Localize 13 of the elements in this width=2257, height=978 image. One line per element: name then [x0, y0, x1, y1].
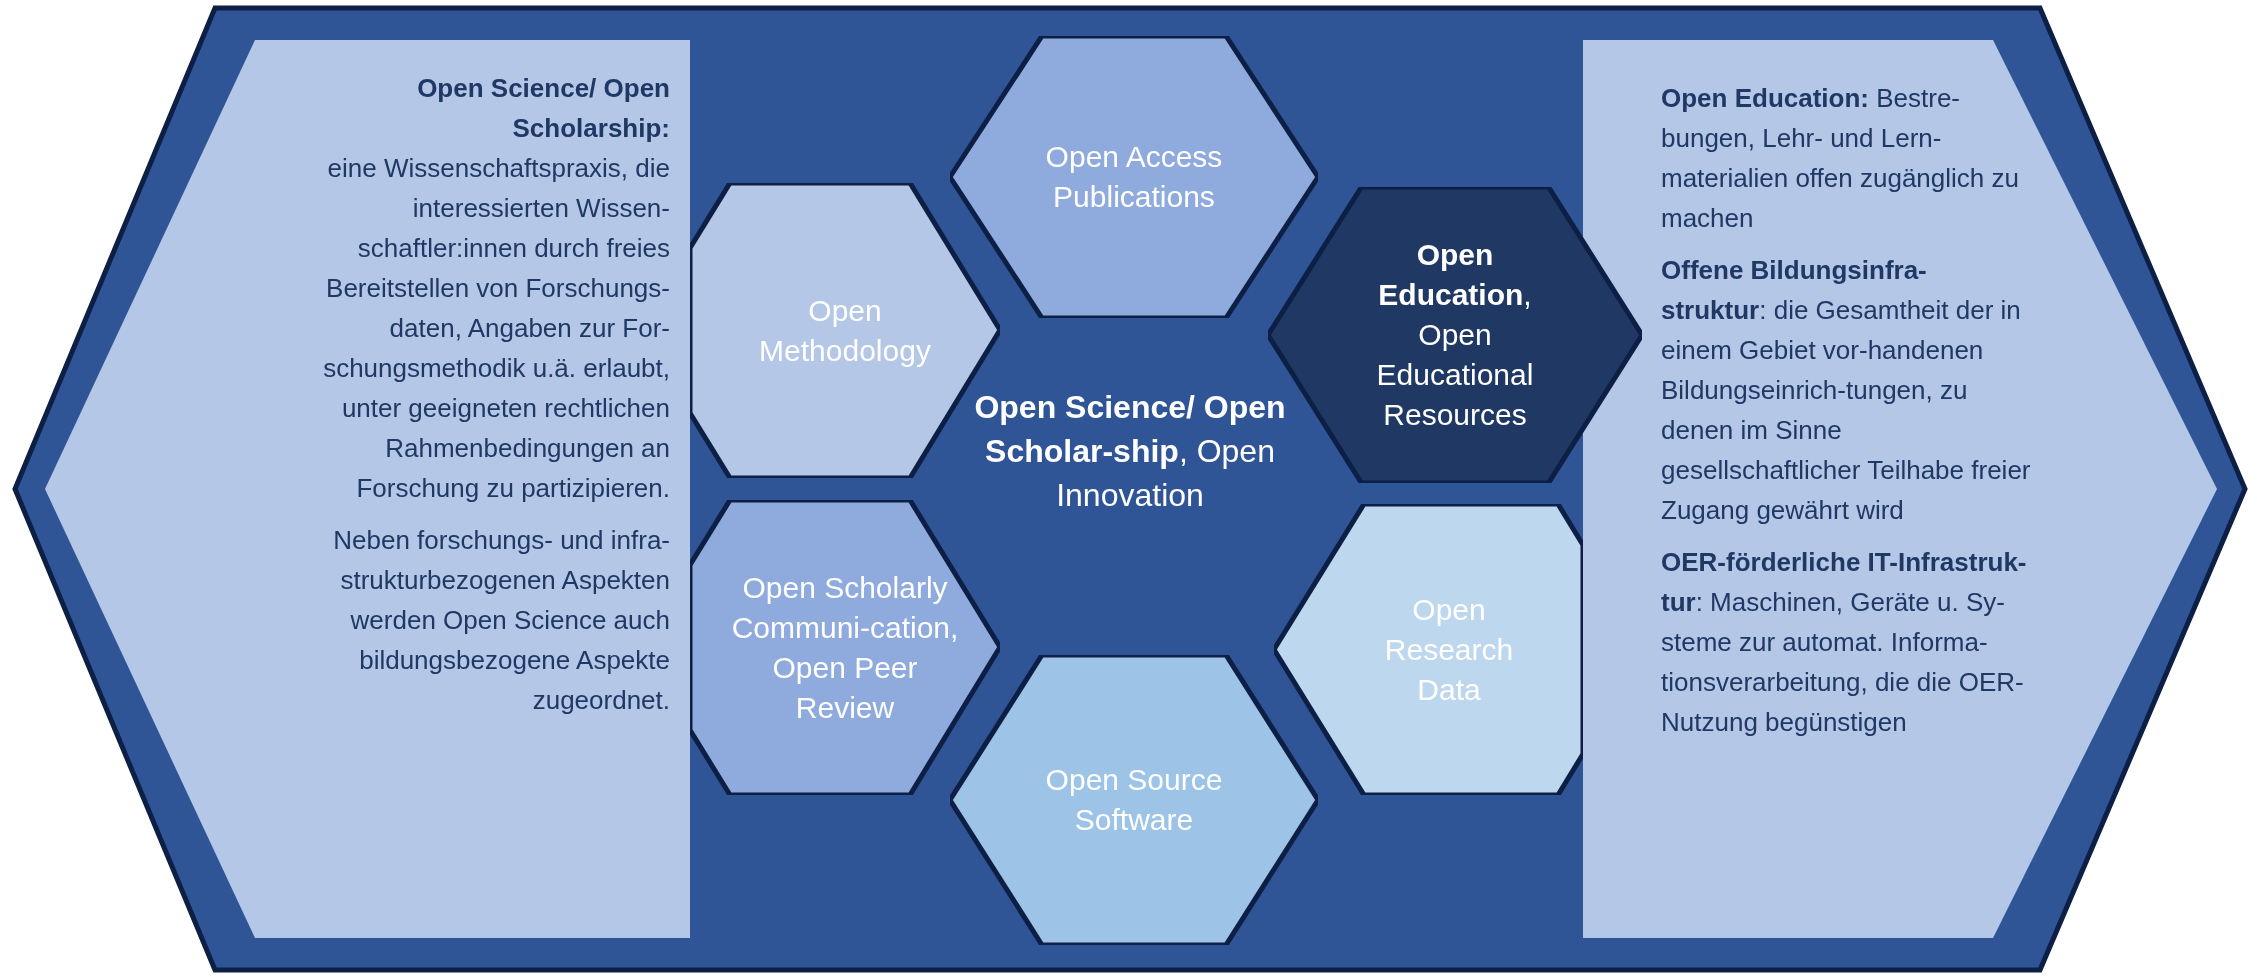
hexagon-label: Open Education, Open Educational Resources: [1375, 237, 1535, 433]
panel-heading: Open Science/ Open Scholarship:: [416, 72, 670, 145]
panel-paragraph: Neben forschungs- und infra-strukturbezogenen Aspekten werden Open Science auch bildungsbezogene Aspekte zugeordnet.: [332, 524, 670, 717]
panel-paragraph: OER-förderliche IT-Infrastruk-tur: Maschinen, Geräte u. Sy-steme zur automat. Informa-tionsverarbeitung, die die OER-Nutzung begünstigen: [1661, 546, 2028, 739]
center-label: Open Science/ Open Scholar-ship, Open Innovation: [973, 388, 1287, 515]
hexagon-label: Open Methodology: [758, 292, 932, 369]
hexagon-label: Open Scholarly Communi-cation, Open Peer Review: [730, 569, 960, 726]
hexagon-label: Open Source Software: [1044, 762, 1224, 838]
hexagon-label: Open Access Publications: [1044, 139, 1224, 215]
panel-paragraph: Offene Bildungsinfra-struktur: die Gesamtheit der in einem Gebiet vor-handenen Bildungseinrich-tungen, zu denen im Sinne gesellschaftlicher Teilhabe freier Zugang gewährt wird: [1661, 254, 2031, 527]
panel-paragraph: Open Education: Bestre-bungen, Lehr- und Lern-materialien offen zugänglich zu machen: [1661, 82, 2020, 235]
hexagon-label: Open Research Data: [1383, 591, 1515, 708]
panel-paragraph: eine Wissenschaftspraxis, die interessierten Wissen-schaftler:innen durch freies Bereitstellen von Forschungs-daten, Angaben zur For-schungsmethodik u.ä. erlaubt, unter geeigneten rechtlichen Rahmenbedingungen an Forschung zu partizipieren.: [322, 152, 670, 505]
